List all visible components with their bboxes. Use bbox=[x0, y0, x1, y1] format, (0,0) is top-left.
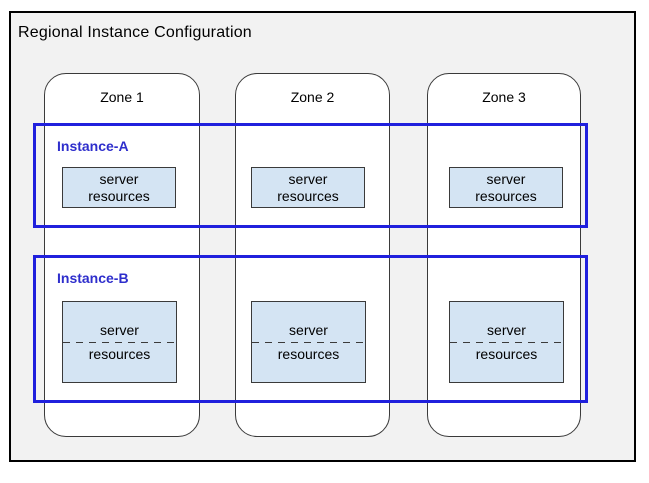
server-resources-box-a-zone2: server resources bbox=[251, 167, 365, 208]
server-box-line1: server bbox=[486, 170, 526, 187]
server-box-line2: resources bbox=[277, 345, 340, 362]
diagram-title: Regional Instance Configuration bbox=[18, 24, 252, 41]
server-box-line2: resources bbox=[475, 345, 538, 362]
zone-3-label: Zone 3 bbox=[482, 89, 526, 105]
instance-b-label: Instance-B bbox=[57, 270, 129, 286]
dashed-divider bbox=[252, 341, 365, 343]
server-box-line1: server bbox=[288, 170, 328, 187]
server-resources-box-b-zone1: server resources bbox=[62, 301, 177, 383]
instance-a-label: Instance-A bbox=[57, 138, 129, 154]
server-box-line2: resources bbox=[475, 187, 537, 204]
server-resources-box-a-zone1: server resources bbox=[62, 167, 176, 208]
server-resources-box-b-zone3: server resources bbox=[449, 301, 564, 383]
server-box-line1: server bbox=[289, 321, 328, 338]
instance-a-box: Instance-A bbox=[33, 123, 588, 228]
zone-2-label: Zone 2 bbox=[290, 89, 335, 105]
instance-b-box: Instance-B bbox=[33, 255, 588, 403]
dashed-divider bbox=[450, 341, 563, 343]
zone-1-label: Zone 1 bbox=[100, 89, 144, 105]
server-resources-box-b-zone2: server resources bbox=[251, 301, 366, 383]
server-resources-box-a-zone3: server resources bbox=[449, 167, 563, 208]
region-container: Regional Instance Configuration Zone 1 Z… bbox=[9, 11, 636, 462]
server-box-line1: server bbox=[100, 321, 139, 338]
dashed-divider bbox=[63, 341, 176, 343]
server-box-line1: server bbox=[487, 321, 526, 338]
server-box-line2: resources bbox=[88, 187, 150, 204]
server-box-line2: resources bbox=[88, 345, 151, 362]
server-box-line1: server bbox=[99, 170, 139, 187]
server-box-line2: resources bbox=[277, 187, 339, 204]
